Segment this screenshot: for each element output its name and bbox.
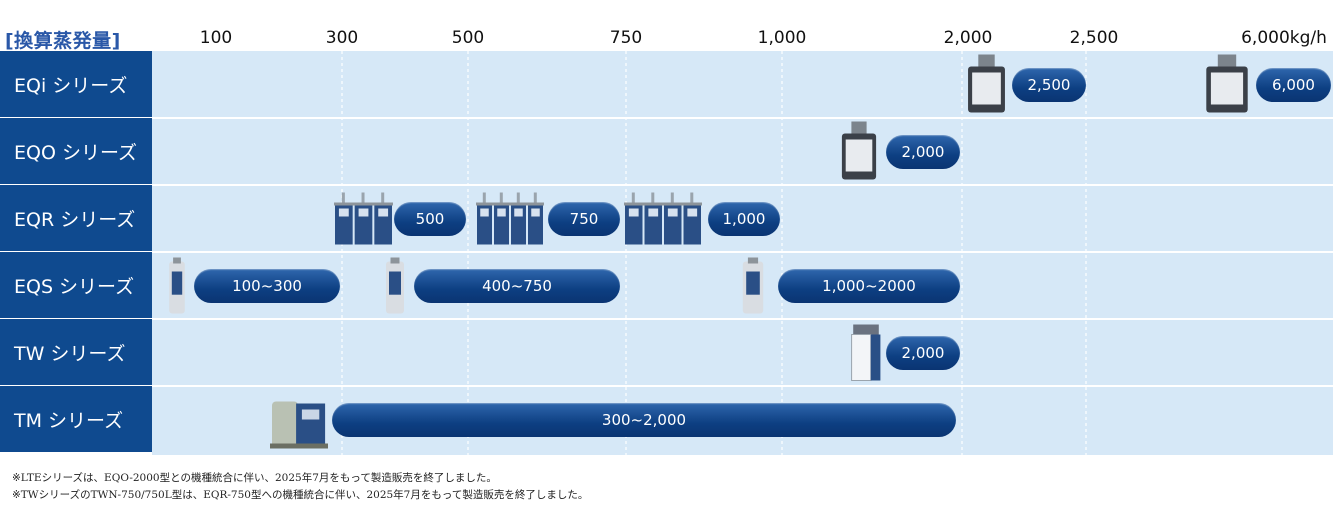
product-image-eqr5 bbox=[624, 192, 702, 245]
series-label: TM シリーズ bbox=[0, 386, 152, 452]
series-label: EQO シリーズ bbox=[0, 118, 152, 184]
footnote-1: ※LTEシリーズは、EQO-2000型との機種統合に伴い、2025年7月をもって… bbox=[12, 472, 497, 484]
product-image-tw bbox=[851, 324, 881, 381]
product-image-eqr4 bbox=[476, 192, 544, 245]
range-bar: 2,000 bbox=[886, 134, 960, 169]
x-tick-label: 2,500 bbox=[1069, 28, 1119, 48]
product-image-eqr3 bbox=[334, 192, 393, 245]
range-bar: 2,000 bbox=[886, 335, 960, 370]
series-label: EQi シリーズ bbox=[0, 51, 152, 117]
range-bar: 100~300 bbox=[194, 268, 340, 303]
range-bar: 300~2,000 bbox=[332, 402, 956, 437]
product-image-eqo bbox=[841, 121, 877, 180]
range-bar: 6,000 bbox=[1256, 67, 1331, 102]
x-tick-label: 300 bbox=[325, 28, 359, 48]
x-tick-label: 6,000kg/h bbox=[1241, 28, 1327, 48]
x-tick-label: 2,000 bbox=[943, 28, 993, 48]
footnote-2: ※TWシリーズのTWN-750/750L型は、EQR-750型への機種統合に伴い… bbox=[12, 489, 589, 501]
series-label: EQR シリーズ bbox=[0, 185, 152, 251]
axis-title: [換算蒸発量] bbox=[5, 30, 121, 52]
x-tick-label: 750 bbox=[609, 28, 643, 48]
range-bar: 1,000~2000 bbox=[778, 268, 960, 303]
product-image-tm bbox=[270, 401, 328, 449]
range-bar: 2,500 bbox=[1012, 67, 1086, 102]
range-bar: 400~750 bbox=[414, 268, 620, 303]
range-bar: 750 bbox=[548, 201, 620, 236]
x-tick-label: 100 bbox=[199, 28, 233, 48]
product-image-eqs2 bbox=[742, 257, 764, 314]
product-image-eqs bbox=[169, 257, 185, 314]
series-label: EQS シリーズ bbox=[0, 252, 152, 318]
x-tick-label: 1,000 bbox=[757, 28, 807, 48]
x-tick-label: 500 bbox=[451, 28, 485, 48]
product-image-eqs bbox=[386, 257, 404, 314]
product-image-eqi-big bbox=[1206, 54, 1248, 113]
range-bar: 1,000 bbox=[708, 201, 780, 236]
product-image-eqi bbox=[968, 54, 1005, 113]
series-label: TW シリーズ bbox=[0, 319, 152, 385]
range-bar: 500 bbox=[394, 201, 466, 236]
